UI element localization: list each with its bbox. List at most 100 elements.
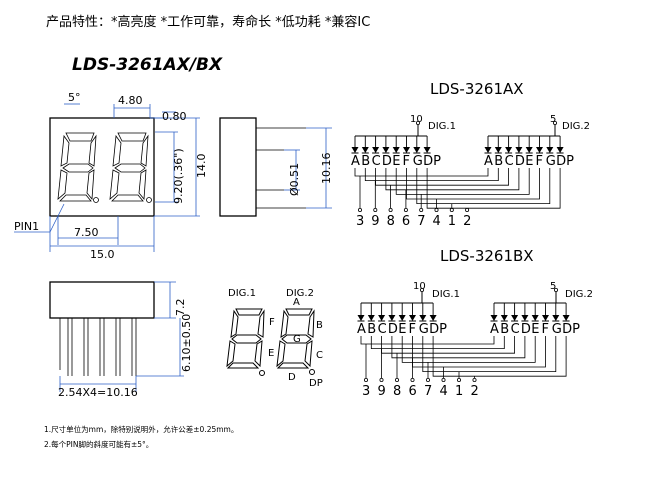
seg-dig2-label: DIG.2 [286,288,314,299]
ax-seg-label-dp-2: DP [556,154,574,169]
bx-seg-label-b-1: B [367,322,376,337]
seg-label-dp: DP [309,378,323,389]
bx-pin-terminal-5 [425,377,430,382]
side-view: Ø0.51 10.16 [219,117,333,217]
bx-dig1-pin: 10 [413,281,426,292]
seg-label-a: A [293,297,300,308]
ax-seg-label-f-2: F [536,154,543,169]
bx-dig2: DIG.2 [565,289,593,300]
bottom-view: 7.2 6.10±0.50 2.54X4=10.16 [49,281,193,399]
dim-15-0: 15.0 [90,248,115,261]
ax-seg-label-f-1: F [403,154,410,169]
bx-diode-d-1 [388,315,396,321]
note-2: 2.每个PIN脚的斜度可能有±5°。 [44,439,153,449]
ax-diode-f-1 [403,147,410,153]
bx-seg-label-g-1: G [419,322,429,337]
bx-seg-label-c-1: C [378,322,387,337]
ax-pin-terminal-2 [373,207,378,212]
ax-seg-label-b-2: B [494,154,503,169]
bx-wire-g [422,336,557,373]
dim-7-50: 7.50 [74,226,99,239]
bx-bottom-pin-7: 1 [455,384,463,399]
ax-diode-dp-2 [556,147,564,153]
dim-pin-diameter: Ø0.51 [288,163,301,196]
bx-pin-terminal-6 [441,377,446,382]
bx-diode-a-2 [490,315,498,321]
features-line: 产品特性：*高亮度 *工作可靠，寿命长 *低功耗 *兼容IC [46,14,370,30]
bx-bottom-pin-4: 6 [409,384,417,399]
ax-wire-g [416,168,551,205]
ax-seg-label-c-1: C [372,154,381,169]
seg-dig1-label: DIG.1 [228,288,256,299]
ax-seg-label-a-1: A [351,154,360,169]
ax-bottom-pin-2: 9 [371,214,379,229]
bx-seg-label-a-2: A [490,322,499,337]
bx-diode-dp-2 [562,315,570,321]
bx-pin-terminal-3 [394,377,399,382]
dim-14-0: 14.0 [195,154,208,179]
ax-model: LDS-3261AX [430,80,524,98]
bx-diode-g-2 [552,315,560,321]
ax-diode-f-2 [536,147,543,153]
ax-seg-label-c-2: C [505,154,514,169]
bx-diode-e-1 [398,315,406,321]
ax-seg-label-e-2: E [525,154,533,169]
seg-label-c: C [316,350,323,361]
bx-wire-c [381,336,515,354]
ax-diode-d-1 [382,147,390,153]
bx-wire-dp [432,336,567,377]
bx-diode-f-1 [409,315,416,321]
bx-dig2-pin: 5 [550,281,556,292]
ax-wire-a [354,168,489,177]
ax-diode-c-2 [505,147,513,153]
ax-pin-terminal-5 [419,207,424,212]
ax-diode-a-2 [484,147,492,153]
ax-diode-a-1 [351,147,359,153]
ax-seg-label-d-2: D [515,154,525,169]
bx-diode-d-2 [521,315,529,321]
ax-wire-e [395,168,530,195]
ax-diode-g-1 [413,147,421,153]
ax-bottom-pin-3: 8 [387,214,395,229]
bx-pin-terminal-4 [410,377,415,382]
ax-wire-d [385,168,520,191]
ax-dig2-pin: 5 [550,114,556,125]
ax-bottom-pin-8: 2 [463,214,471,229]
ax-wire-dp [426,168,561,209]
ax-diode-b-1 [361,147,369,153]
bx-diode-c-2 [511,315,519,321]
bx-seg-label-f-2: F [542,322,549,337]
ax-pin-terminal-8 [465,207,470,212]
ax-seg-label-b-1: B [361,154,370,169]
bx-pin-terminal-7 [456,377,461,382]
ax-seg-label-a-2: A [484,154,493,169]
ax-diode-d-2 [515,147,523,153]
ax-seg-label-dp-1: DP [423,154,441,169]
ax-pin-terminal-3 [388,207,393,212]
bx-diode-e-2 [531,315,539,321]
bx-diode-g-1 [419,315,427,321]
note-1: 1.尺寸单位为mm，除特别说明外，允许公差±0.25mm。 [44,424,238,434]
ax-seg-label-g-2: G [546,154,556,169]
ax-bottom-pin-5: 7 [417,214,425,229]
bx-seg-label-e-2: E [531,322,539,337]
bx-wire-b [370,336,505,350]
ax-bottom-pin-4: 6 [402,214,410,229]
bx-wire-a [360,336,495,345]
bx-diode-b-2 [500,315,508,321]
ax-pin-terminal-1 [357,207,362,212]
bx-diode-a-1 [357,315,365,321]
ax-pin-terminal-6 [434,207,439,212]
bx-seg-label-e-1: E [398,322,406,337]
dim-0-80: 0.80 [162,110,187,123]
dim-6-10: 6.10±0.50 [180,314,193,372]
seg-label-g: G [293,334,301,345]
ax-seg-label-d-1: D [382,154,392,169]
bx-seg-label-a-1: A [357,322,366,337]
ax-bottom-pin-7: 1 [448,214,456,229]
ax-diode-e-2 [525,147,533,153]
seg-label-e: E [268,348,274,359]
